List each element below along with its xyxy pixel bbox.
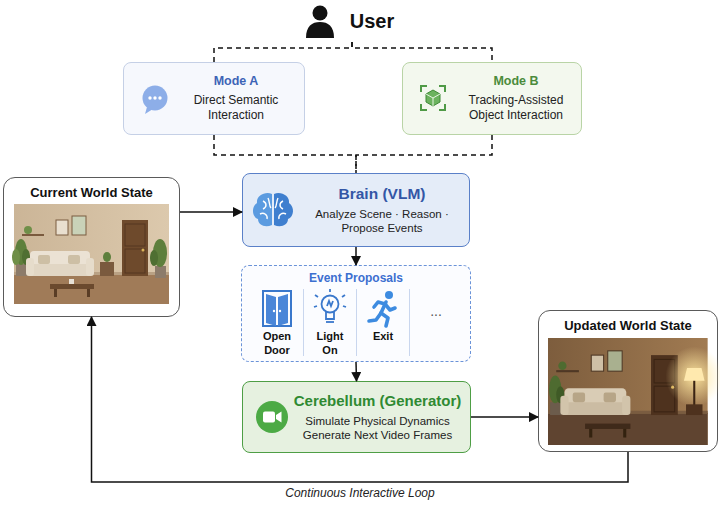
event-item: ... <box>410 287 462 359</box>
state-panel: Current World State <box>3 177 180 317</box>
panel-title: Updated World State <box>564 318 692 334</box>
event-group: Event ProposalsOpen Door Light On Exit... <box>241 265 471 362</box>
mode-title: Mode A <box>214 74 259 90</box>
flow-arrow <box>355 247 357 265</box>
group-title: Event Proposals <box>309 271 403 286</box>
actor-name: User <box>350 9 394 34</box>
process-title: Brain (VLM) <box>339 184 426 203</box>
user-icon <box>306 6 334 39</box>
state-panel: Updated World State <box>538 310 718 452</box>
flow-arrow <box>180 211 242 213</box>
mode-title: Mode B <box>493 74 538 90</box>
flow-arrow <box>471 416 538 418</box>
event-label: Open Door <box>261 330 293 358</box>
mode-box: Mode B Tracking-Assisted Object Interacti… <box>402 62 582 135</box>
dashed-connector <box>214 135 356 173</box>
edge-label: Continuous Interactive Loop <box>270 486 450 501</box>
panel-title: Current World State <box>30 185 153 201</box>
ellipsis-label: ... <box>430 303 442 321</box>
mode-description: Direct Semantic Interaction <box>176 93 296 123</box>
dashed-connector <box>214 42 352 62</box>
event-item: Exit <box>357 287 409 359</box>
user-icon <box>306 22 334 38</box>
event-item: Open Door <box>251 287 303 359</box>
event-item: Light On <box>304 287 356 359</box>
mode-description: Tracking-Assisted Object Interaction <box>457 93 575 123</box>
process-box: Brain (VLM) Analyze Scene · Reason · Prop… <box>242 173 470 247</box>
process-box: Cerebellum (Generator) Simulate Physical … <box>242 381 471 453</box>
flow-arrow <box>355 362 357 381</box>
dashed-connector <box>352 42 492 62</box>
event-label: Light On <box>314 330 346 358</box>
event-label: Exit <box>373 330 393 344</box>
dashed-connector <box>356 135 492 173</box>
process-description: Simulate Physical Dynamics Generate Next… <box>289 414 466 443</box>
user-icon <box>313 6 328 21</box>
mode-box: Mode A Direct Semantic Interaction <box>123 62 305 135</box>
actor: User <box>297 0 407 42</box>
process-description: Analyze Scene · Reason · Propose Events <box>301 207 463 236</box>
process-title: Cerebellum (Generator) <box>294 392 462 411</box>
